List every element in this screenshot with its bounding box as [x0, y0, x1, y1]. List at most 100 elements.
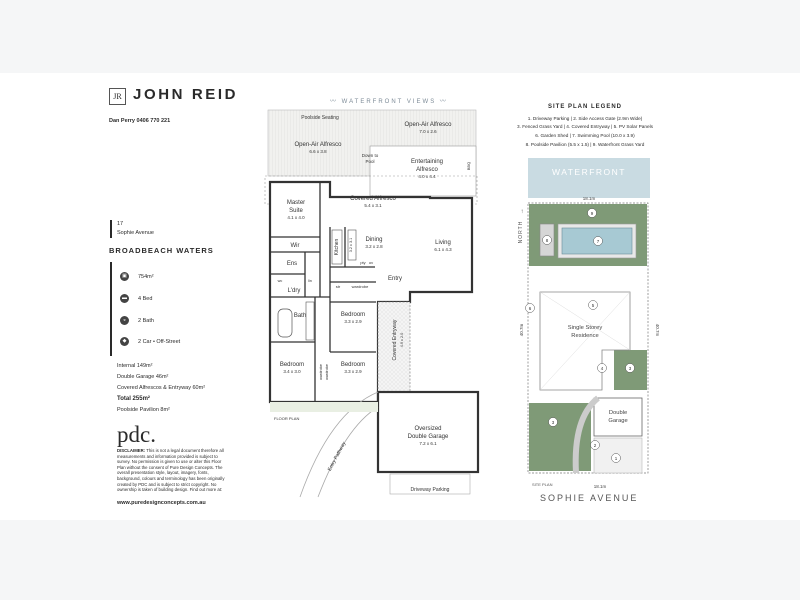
- living-label: Living: [435, 240, 451, 246]
- garage-dim: 7.2 x 6.1: [419, 441, 437, 446]
- dining-label: Dining: [365, 237, 382, 243]
- area-total: Total 255m²: [117, 396, 150, 402]
- bathtub-icon: [277, 308, 293, 338]
- area-internal: Internal 149m²: [117, 363, 153, 369]
- alfresco-right-label: Open-Air Alfresco: [404, 122, 452, 128]
- feature-text: 4 Bed: [138, 295, 153, 302]
- entertaining-label-2: Alfresco: [416, 167, 438, 173]
- site-plan-caption: SITE PLAN: [532, 482, 553, 487]
- marker-9: [587, 208, 597, 218]
- ldry-label: L'dry: [288, 288, 301, 294]
- top-band: [0, 0, 800, 73]
- legend-line: 3. Fenced Grass Yard | 4. Covered Entryw…: [517, 124, 653, 129]
- down-to-pool-label-2: Pool: [365, 159, 374, 164]
- bath-icon: ◒: [120, 316, 129, 325]
- marker-3: [548, 417, 558, 427]
- garage-outline: [376, 390, 480, 474]
- marker-7-label: 7: [597, 239, 600, 244]
- marker-8-label: 8: [546, 238, 549, 243]
- lin-label: lin: [308, 279, 312, 283]
- bottom-band: [0, 520, 800, 600]
- marker-6: [525, 303, 535, 313]
- website-link[interactable]: www.puredesignconcepts.com.au: [117, 500, 206, 506]
- wave-icon: 〰: [436, 99, 448, 105]
- brand-logo: JR: [109, 88, 126, 105]
- car-icon: ◆: [120, 337, 129, 346]
- north-arrow-icon: ↑: [521, 209, 524, 215]
- wir-label: Wir: [291, 243, 300, 249]
- address-bar: [110, 220, 112, 238]
- living-dim: 6.1 x 4.3: [434, 247, 452, 252]
- floor-plan-caption: FLOOR PLAN: [274, 416, 299, 421]
- marker-3b: [625, 363, 635, 373]
- land-size-icon: ▣: [120, 272, 129, 281]
- legend-line: 1. Driveway Parking | 2. Side Access Gat…: [527, 116, 643, 121]
- marker-3b-label: 3: [629, 366, 632, 371]
- wardrobe-label-right: wardrobe: [325, 364, 329, 380]
- site-garage: [593, 397, 643, 437]
- disclaimer: DISCLAIMER: This is not a legal document…: [117, 448, 225, 493]
- marker-8: [542, 235, 552, 245]
- dining-dim: 3.2 x 2.8: [365, 244, 383, 249]
- bedroom-right-dim: 3.3 x 2.9: [344, 369, 362, 374]
- marker-4: [597, 363, 607, 373]
- entry-pathway-edge: [299, 391, 379, 498]
- waterfront-views-header: 〰 WATERFRONT VIEWS 〰: [330, 96, 448, 105]
- site-plan: WATERFRONT Single Storey Residence Doubl…: [518, 158, 660, 489]
- brand-name: JOHN REID: [133, 86, 239, 103]
- feature-bath: ◒ 2 Bath: [120, 316, 154, 325]
- site-plan-legend-title: SITE PLAN LEGEND: [547, 104, 622, 110]
- bbq-label: BBQ: [466, 162, 471, 170]
- garage-label-2: Double Garage: [408, 434, 449, 440]
- residence-label: Single Storey: [568, 325, 603, 331]
- entry-label: Entry: [388, 276, 402, 282]
- depth-right-dim: 40.7m: [655, 324, 660, 337]
- bed-icon: ▬: [120, 294, 129, 303]
- marker-1: [611, 453, 621, 463]
- wc-label: wc: [278, 279, 283, 283]
- waterfront-label: WATERFRONT: [552, 167, 626, 177]
- residence-label-2: Residence: [571, 333, 598, 339]
- marker-1-label: 1: [615, 456, 618, 461]
- alfresco-left-dim: 6.6 x 3.8: [309, 149, 327, 154]
- entry-pathway-edge: [317, 406, 379, 498]
- ens-label: Ens: [287, 261, 297, 267]
- area-alfresco: Covered Alfrescos & Entryway 60m²: [117, 385, 206, 391]
- roof-ridge: [539, 291, 631, 351]
- marker-4-label: 4: [601, 366, 604, 371]
- island-bench-icon: [347, 229, 357, 261]
- driveway-area: [389, 473, 471, 495]
- disclaimer-label: DISCLAIMER:: [117, 448, 146, 453]
- marker-3-label: 3: [552, 420, 555, 425]
- marker-6-label: 6: [529, 306, 532, 311]
- bedroom-small-dim: 3.3 x 2.9: [344, 319, 362, 324]
- pty-label: pty: [360, 260, 365, 265]
- address: 17 Sophie Avenue: [117, 220, 154, 238]
- legend-line: 8. Poolside Pavilion (5.5 x 1.5) | 9. Wa…: [525, 142, 645, 147]
- area-summary: Internal 149m² Double Garage 46m² Covere…: [117, 361, 205, 416]
- feature-text: 2 Car • Off-Street: [138, 338, 181, 345]
- interior-walls: [270, 182, 376, 402]
- marker-9-label: 9: [591, 211, 594, 216]
- roof-ridge: [539, 291, 631, 391]
- covered-entryway-label: Covered Entryway: [392, 319, 398, 360]
- feature-text: 754m²: [138, 273, 154, 280]
- street-name-label: SOPHIE AVENUE: [540, 493, 639, 503]
- master-label-2: Suite: [289, 208, 303, 214]
- entry-pathway-label: Entry Pathway: [327, 440, 348, 472]
- covered-entryway-dim: 4.9 x 2.0: [400, 333, 404, 348]
- wardrobe-label-left: wardrobe: [319, 364, 323, 380]
- garage-label: Oversized: [414, 426, 441, 432]
- bedroom-left-label: Bedroom: [280, 362, 304, 368]
- north-label: NORTH: [518, 221, 524, 244]
- site-garage-label: Double: [609, 410, 627, 416]
- bedroom-small-label: Bedroom: [341, 312, 365, 318]
- entertaining-dim: 4.0 x 4.4: [418, 174, 436, 179]
- master-dim: 4.1 x 4.0: [287, 215, 305, 220]
- driveway-label: Driveway Parking: [411, 487, 450, 493]
- entertaining-label: Entertaining: [411, 159, 443, 165]
- vanity-icon: [305, 301, 315, 341]
- feature-land: ▣ 754m²: [120, 272, 154, 281]
- garden-strip: [270, 402, 378, 412]
- agent-contact: Dan Perry 0406 770 221: [109, 118, 171, 124]
